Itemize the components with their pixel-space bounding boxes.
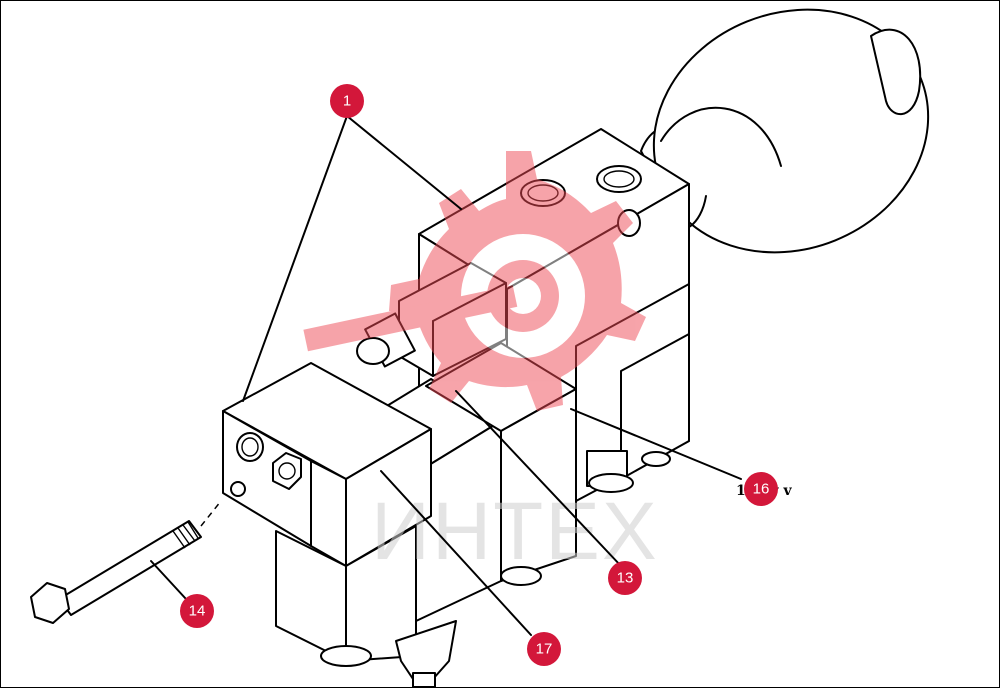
stray-label-left: 1 bbox=[736, 483, 746, 499]
callout-14: 14 bbox=[180, 594, 214, 628]
left-coil bbox=[222, 362, 432, 567]
callout-label: 13 bbox=[617, 570, 634, 587]
watermark bbox=[303, 151, 646, 411]
callout-label: 16 bbox=[753, 481, 770, 498]
callout-label: 14 bbox=[189, 603, 206, 620]
leader-lines bbox=[150, 115, 742, 636]
callout-17: 17 bbox=[527, 632, 561, 666]
callout-1: 1 bbox=[330, 84, 364, 118]
callout-13: 13 bbox=[608, 561, 642, 595]
bolt bbox=[30, 500, 222, 624]
watermark-text: ИНТЕХ bbox=[371, 486, 659, 577]
accumulator bbox=[640, 8, 930, 254]
callout-label: 17 bbox=[536, 641, 553, 658]
callout-16: 16 bbox=[744, 472, 778, 506]
lower-coil bbox=[275, 525, 457, 687]
callout-label: 1 bbox=[343, 93, 351, 110]
